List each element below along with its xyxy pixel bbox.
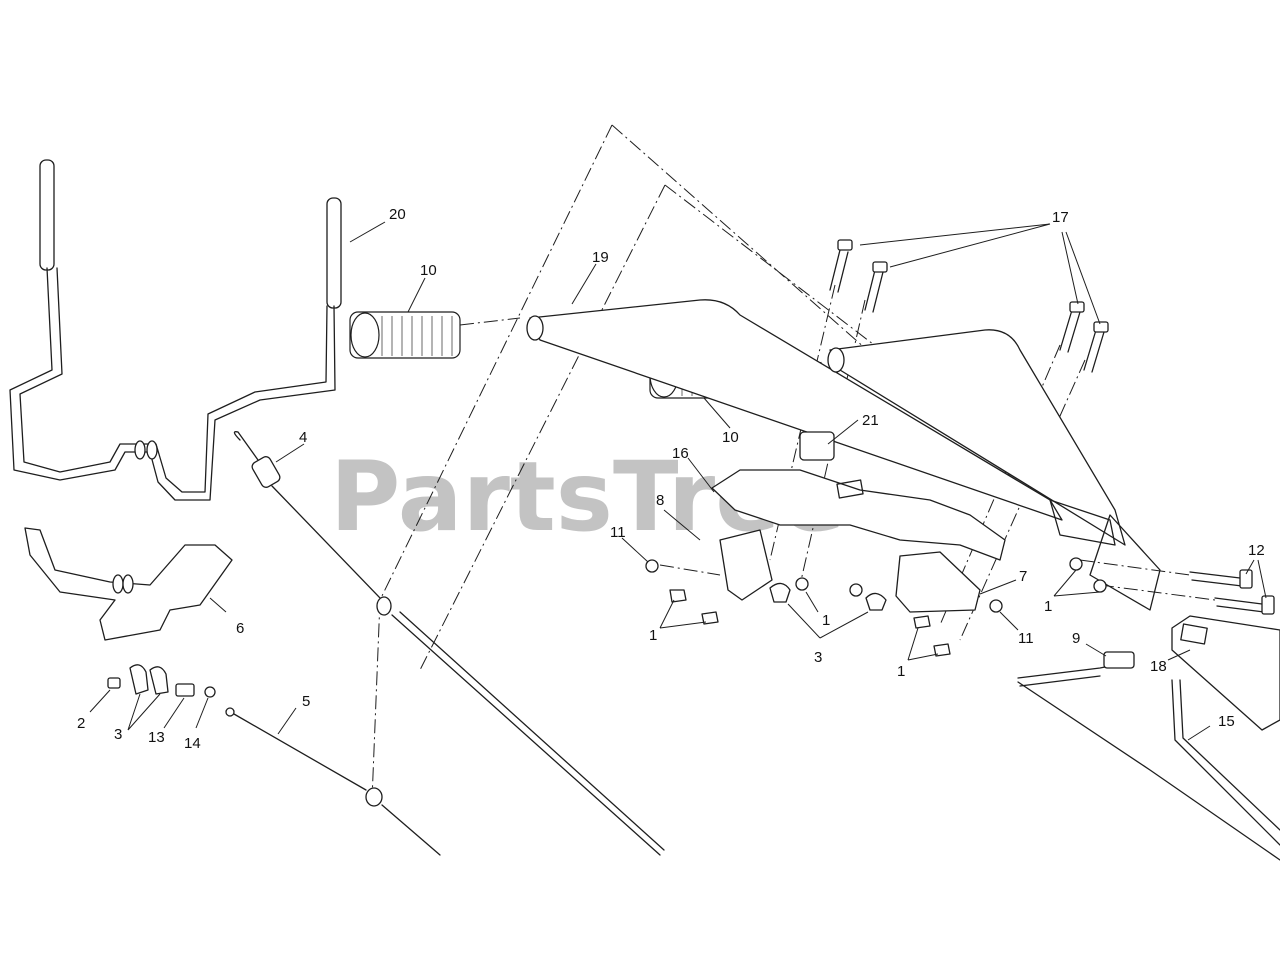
- callout-10-right: 10: [722, 429, 739, 446]
- callout-18: 18: [1150, 658, 1167, 675]
- lower-left-hardware: [107, 664, 216, 698]
- callout-4: 4: [299, 429, 307, 446]
- callout-9: 9: [1072, 630, 1080, 647]
- callout-13: 13: [148, 729, 165, 746]
- callout-1-b: 1: [822, 612, 830, 629]
- leader-lines: [89, 221, 1267, 741]
- callout-1-d: 1: [1044, 598, 1052, 615]
- callout-16: 16: [672, 445, 689, 462]
- cables: [225, 431, 1280, 861]
- callout-15: 15: [1218, 713, 1235, 730]
- callout-3-left: 3: [114, 726, 122, 743]
- callout-12: 12: [1248, 542, 1265, 559]
- brackets: [719, 529, 981, 613]
- callout-21: 21: [862, 412, 879, 429]
- callout-2: 2: [77, 715, 85, 732]
- callout-11-right: 11: [1018, 630, 1034, 647]
- lower-lever: [24, 527, 233, 641]
- callout-1-c: 1: [897, 663, 905, 680]
- callout-17: 17: [1052, 209, 1069, 226]
- main-handle: [526, 299, 1161, 611]
- callout-8: 8: [656, 492, 664, 509]
- callout-19: 19: [592, 249, 609, 266]
- callout-5: 5: [302, 693, 310, 710]
- callout-11-left: 11: [610, 524, 626, 541]
- console-cover: [711, 431, 1006, 561]
- mounting-plate: [1171, 615, 1280, 731]
- callout-10-left: 10: [420, 262, 437, 279]
- callout-7: 7: [1019, 568, 1027, 585]
- callouts: 20 10 19 17 10 21 16 4 8 11 6 2 3 13 14 …: [77, 206, 1265, 752]
- control-bail: [9, 159, 342, 501]
- upper-bolts: [829, 239, 1109, 373]
- callout-14: 14: [184, 735, 201, 752]
- fasteners: [645, 557, 1275, 657]
- callout-1-a: 1: [649, 627, 657, 644]
- callout-6: 6: [236, 620, 244, 637]
- callout-3-right: 3: [814, 649, 822, 666]
- callout-20: 20: [389, 206, 406, 223]
